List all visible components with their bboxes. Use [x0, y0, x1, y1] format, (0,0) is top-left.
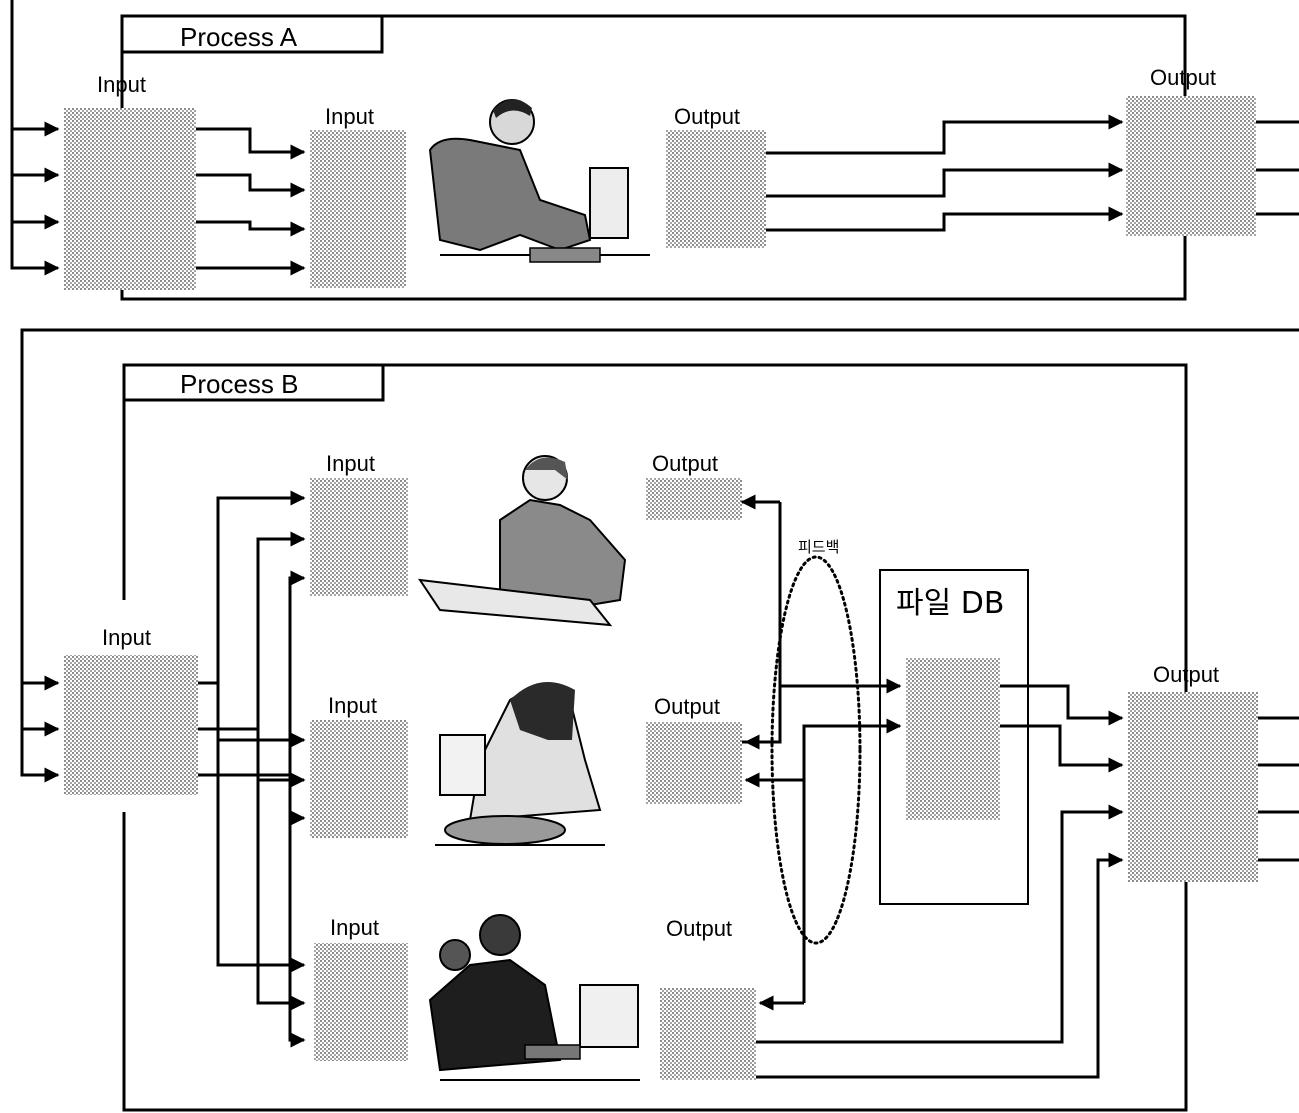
process-a-input-inner-doc: [310, 130, 406, 288]
process-a-output-outer-label: Output: [1150, 65, 1216, 90]
feedback-bus-1: [742, 502, 780, 742]
arrow: [196, 222, 304, 229]
process-b-input-outer-label: Input: [102, 625, 151, 650]
arrow: [196, 129, 304, 152]
process-b-output-3-doc: [660, 988, 756, 1080]
process-b-output-1-doc: [646, 478, 742, 520]
arrow: [756, 812, 1122, 1042]
process-b-input-1-doc: [310, 478, 408, 596]
process-b-output-1-label: Output: [652, 451, 718, 476]
process-a-frame: [122, 16, 1185, 299]
process-b-output-3-label: Output: [666, 916, 732, 941]
process-b-title: Process B: [180, 369, 299, 399]
process-a-input-inner-label: Input: [325, 104, 374, 129]
process-a-feed-line: [12, 0, 58, 268]
arrow: [196, 175, 304, 190]
arrow: [198, 539, 304, 729]
arrow: [1000, 686, 1122, 718]
process-a-group: Process A Input Input Output: [12, 0, 1299, 299]
arrow: [258, 729, 304, 1003]
man-at-computer-icon: [430, 915, 640, 1080]
process-b-input-3-label: Input: [330, 915, 379, 940]
process-b-input-3-doc: [314, 943, 408, 1061]
process-b-input-outer-doc: [64, 655, 198, 795]
arrow: [198, 498, 304, 683]
file-db-doc: [906, 658, 1000, 820]
process-b-output-outer-doc: [1128, 692, 1258, 882]
process-b-input-2-label: Input: [328, 693, 377, 718]
process-b-output-outer-label: Output: [1153, 662, 1219, 687]
man-at-desk-icon: [430, 99, 650, 262]
process-a-output-inner-doc: [666, 130, 766, 248]
process-b-input-2-doc: [310, 720, 408, 838]
process-b-input-1-label: Input: [326, 451, 375, 476]
arrow: [756, 860, 1122, 1077]
feedback-label: 피드백: [798, 538, 839, 556]
arrow: [290, 775, 304, 1040]
process-b-output-2-doc: [646, 722, 742, 804]
woman-at-computer-icon: [435, 682, 605, 845]
file-db-label: 파일 DB: [896, 586, 1004, 621]
feedback-ellipse: [772, 557, 860, 943]
arrow: [198, 578, 304, 775]
process-a-output-inner-label: Output: [674, 104, 740, 129]
arrow: [766, 170, 1122, 196]
process-a-input-outer-label: Input: [97, 72, 146, 97]
arrow: [1000, 726, 1122, 765]
process-a-input-outer-doc: [64, 108, 196, 290]
process-b-output-2-label: Output: [654, 694, 720, 719]
process-b-group: Process B Input Input Input Input: [60, 365, 1299, 1110]
process-a-title: Process A: [180, 22, 298, 52]
arrow: [766, 122, 1122, 153]
process-a-output-outer-doc: [1126, 96, 1256, 236]
arrow: [766, 214, 1122, 230]
woman-at-desk-icon: [420, 456, 625, 625]
